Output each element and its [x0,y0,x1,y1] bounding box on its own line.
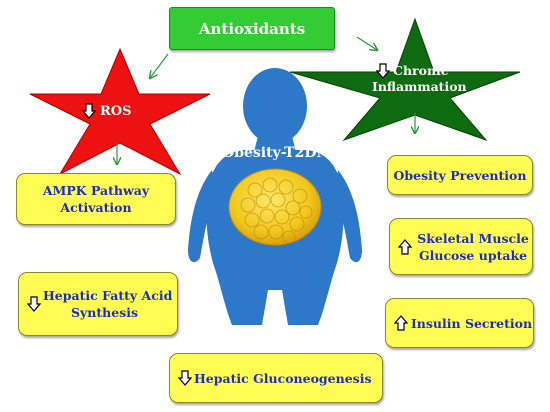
connector-antioxidants-ros [150,53,169,78]
hepatic-gluconeogenesis-label: Hepatic Gluconeogenesis [194,370,372,386]
hepatic-gluconeogenesis-box: Hepatic Gluconeogenesis [169,353,383,403]
connector-antioxidants-inflammation [356,36,377,50]
down-arrow-icon [178,370,192,386]
skeletal-muscle-line2: Glucose uptake [418,247,528,263]
up-arrow-icon [398,238,412,255]
down-arrow-icon [27,296,41,312]
hepatic-fatty-acid-line1: Hepatic Fatty Acid [43,288,173,303]
ros-star [29,47,211,176]
insulin-secretion-label: Insulin Secretion [410,315,533,331]
antioxidants-label: Antioxidants [198,19,306,38]
inflammation-label-line1: Chronic [393,63,449,78]
ros-label-group: ROS [82,100,162,122]
hepatic-fatty-acid-box: Hepatic Fatty Acid Synthesis [18,272,178,336]
up-arrow-icon [394,315,408,331]
down-arrow-icon [82,103,96,119]
antioxidants-box: Antioxidants [169,7,335,50]
obesity-prevention-box: Obesity Prevention [387,155,533,195]
down-arrow-icon [376,63,390,79]
skeletal-muscle-box: Skeletal Muscle Glucose uptake [389,218,533,275]
center-label-text: Obesity-T2DM [222,145,332,161]
center-label: Obesity-T2DM [222,145,332,161]
ampk-line2: Activation [60,200,132,215]
ampk-box: AMPK Pathway Activation [16,173,176,225]
connectors [117,36,415,164]
fat-illustration [228,168,322,246]
skeletal-muscle-line1: Skeletal Muscle [417,230,529,246]
ros-label: ROS [100,103,132,119]
inflammation-label-line2: Inflammation [372,79,467,94]
obesity-prevention-label: Obesity Prevention [393,167,527,183]
inflammation-label-group: Chronic Inflammation [368,63,478,95]
hepatic-fatty-acid-line2: Synthesis [71,305,139,320]
ampk-line1: AMPK Pathway [42,183,150,198]
insulin-secretion-box: Insulin Secretion [385,298,534,348]
